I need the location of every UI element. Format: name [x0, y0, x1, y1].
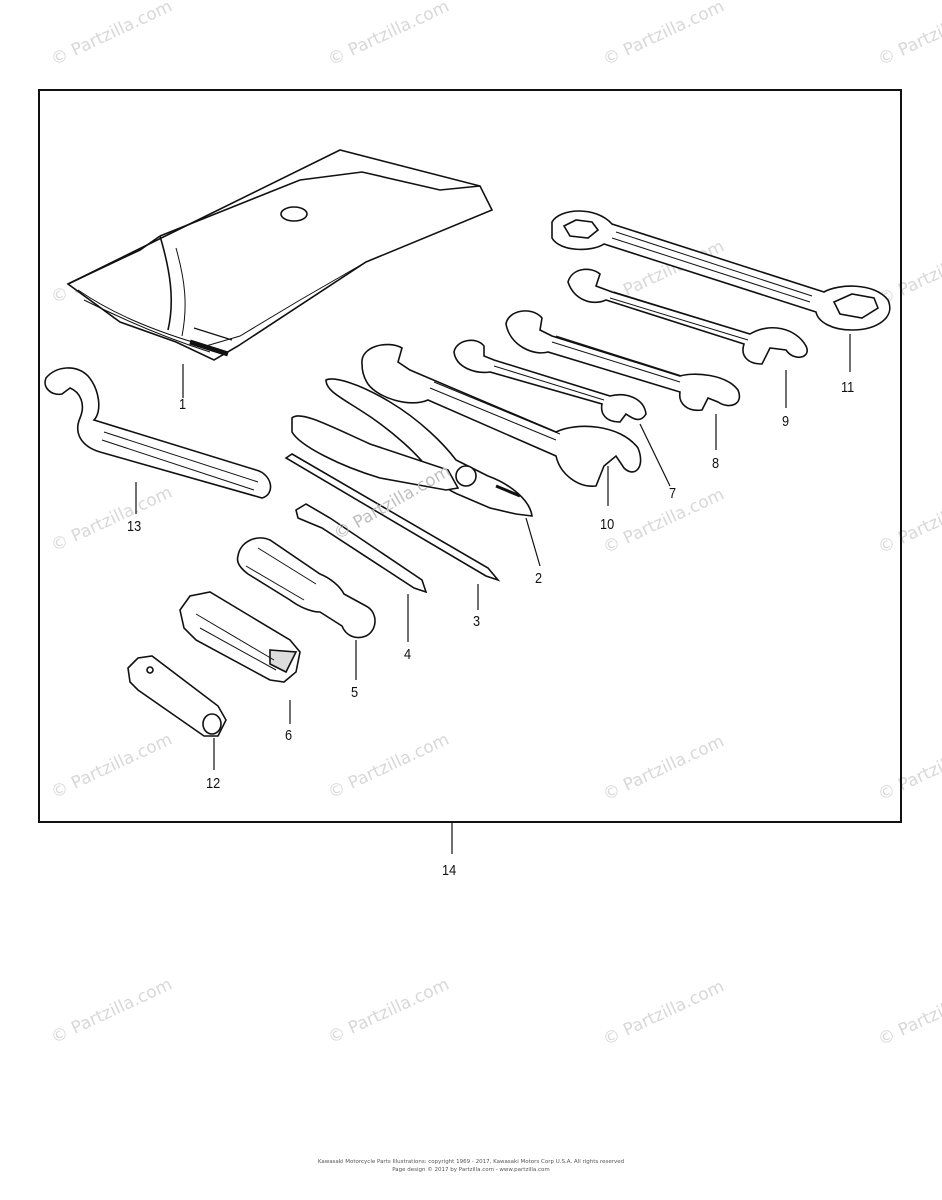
- callout-1: 1: [179, 396, 187, 413]
- callout-9: 9: [782, 413, 790, 430]
- copyright-line-2: Page design © 2017 by Partzilla.com - ww…: [392, 1167, 550, 1173]
- callout-2: 2: [535, 570, 543, 587]
- callout-5: 5: [351, 684, 359, 701]
- callout-14: 14: [442, 862, 457, 879]
- copyright-line-1: Kawasaki Motorcycle Parts Illustrations:…: [317, 1159, 625, 1165]
- screwdriver-3-drawing: [284, 453, 501, 582]
- callout-12: 12: [206, 775, 221, 792]
- wrench-8-drawing: [505, 310, 741, 412]
- box-wrench-12-drawing: [127, 655, 227, 737]
- callout-8: 8: [712, 455, 720, 472]
- wrench-11-drawing: [551, 210, 891, 331]
- callout-11: 11: [841, 379, 855, 396]
- diagram-frame: [38, 89, 902, 823]
- callout-10: 10: [600, 516, 615, 533]
- callout-6: 6: [285, 727, 293, 744]
- plug-wrench-6-drawing: [179, 591, 301, 683]
- screwdriver-handle-5-drawing: [236, 537, 376, 639]
- screwdriver-4-drawing: [295, 503, 428, 594]
- callout-4: 4: [404, 646, 412, 663]
- wrench-7-drawing: [453, 339, 647, 423]
- spanner-13-drawing: [44, 367, 272, 499]
- callout-7: 7: [669, 485, 677, 502]
- wrench-9-drawing: [567, 268, 808, 365]
- callout-13: 13: [127, 518, 142, 535]
- tool-bag-drawing: [66, 149, 494, 361]
- callout-3: 3: [473, 613, 481, 630]
- wrench-10-drawing: [361, 343, 642, 487]
- pliers-2-drawing: [291, 378, 533, 517]
